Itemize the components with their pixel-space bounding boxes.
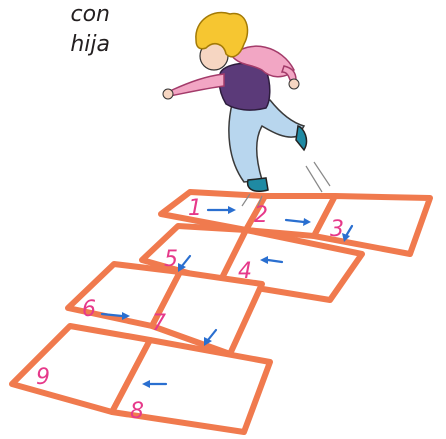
arrows bbox=[100, 206, 354, 388]
caption-line-1: con bbox=[70, 2, 111, 27]
number-4: 4 bbox=[238, 259, 252, 284]
left-shoe bbox=[246, 177, 269, 192]
caption: con hija bbox=[0, 0, 110, 60]
square-8 bbox=[109, 337, 273, 435]
left-arm bbox=[168, 73, 225, 97]
number-8: 8 bbox=[130, 399, 144, 424]
motion-lines bbox=[241, 161, 331, 207]
pants bbox=[228, 99, 306, 183]
number-2: 2 bbox=[254, 203, 268, 228]
number-6: 6 bbox=[82, 297, 96, 322]
jacket bbox=[230, 45, 295, 78]
number-3: 3 bbox=[330, 217, 344, 242]
number-9: 9 bbox=[36, 365, 50, 390]
square-3 bbox=[311, 193, 433, 257]
right-hand bbox=[288, 78, 300, 90]
jumping-girl bbox=[162, 11, 308, 192]
number-7: 7 bbox=[152, 311, 166, 336]
caption-line-2: hija bbox=[70, 32, 110, 57]
right-arm bbox=[280, 65, 297, 81]
right-shoe bbox=[295, 125, 308, 152]
hopscotch-grid bbox=[9, 189, 433, 435]
left-hand bbox=[162, 88, 174, 100]
number-1: 1 bbox=[188, 196, 202, 221]
hair bbox=[195, 11, 249, 58]
number-5: 5 bbox=[164, 247, 178, 272]
